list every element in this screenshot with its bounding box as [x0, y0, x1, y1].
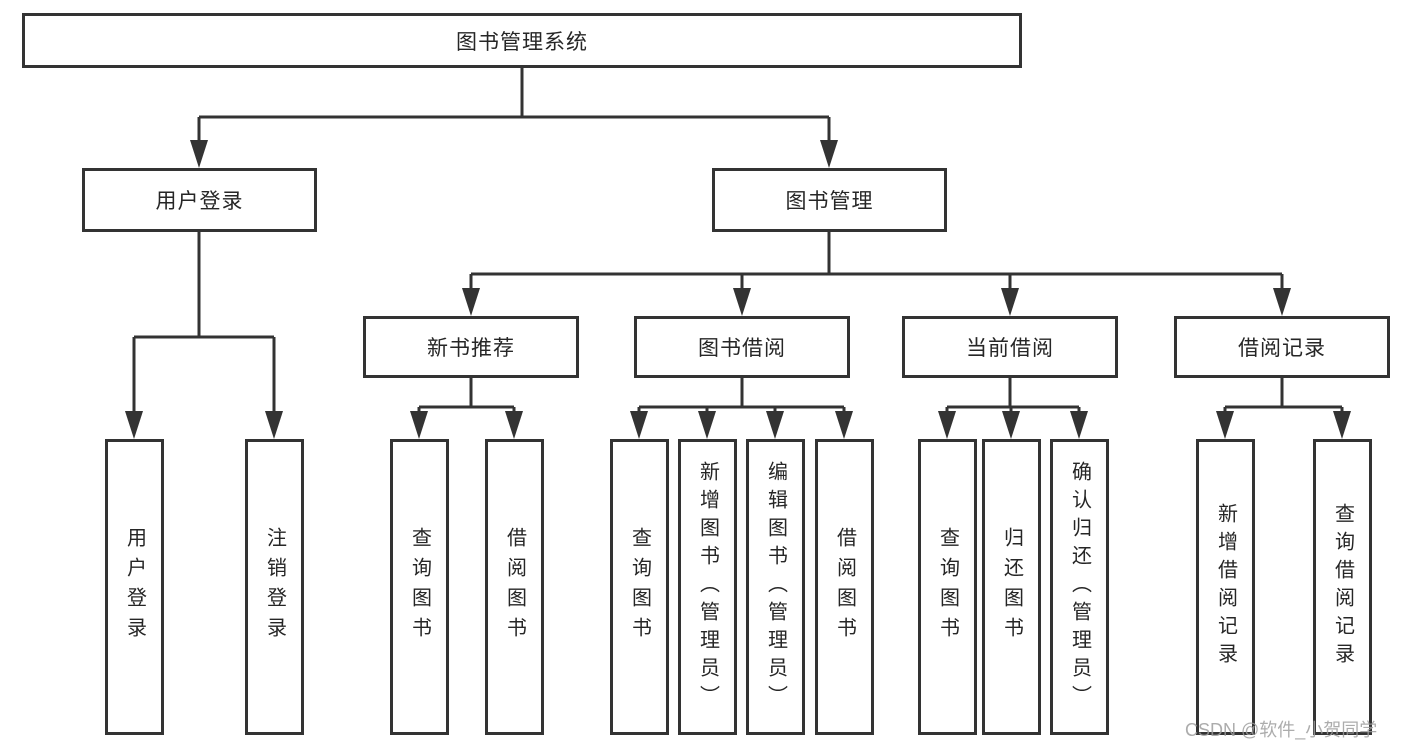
- leaf-label: 借阅图书: [503, 527, 526, 647]
- leaf-logout: 注销登录: [245, 439, 304, 735]
- node-book-management: 图书管理: [712, 168, 947, 232]
- leaf-query-borrow-record: 查询借阅记录: [1313, 439, 1372, 735]
- node-label: 图书管理: [785, 190, 874, 213]
- leaf-label: 用户登录: [123, 527, 146, 647]
- node-borrowing-records: 借阅记录: [1174, 316, 1390, 378]
- leaf-query-books-recommend: 查询图书: [390, 439, 449, 735]
- node-user-login: 用户登录: [82, 168, 317, 232]
- leaf-label: 查询图书: [936, 527, 959, 647]
- leaf-label: 确认归还（管理员）: [1068, 461, 1091, 713]
- leaf-user-login: 用户登录: [105, 439, 164, 735]
- leaf-query-books-current: 查询图书: [918, 439, 977, 735]
- node-book-borrowing: 图书借阅: [634, 316, 850, 378]
- leaf-borrow-books-recommend: 借阅图书: [485, 439, 544, 735]
- leaf-label: 注销登录: [263, 527, 286, 647]
- node-label: 图书管理系统: [456, 30, 588, 54]
- node-label: 当前借阅: [966, 337, 1054, 360]
- leaf-borrow-books: 借阅图书: [815, 439, 874, 735]
- node-label: 新书推荐: [427, 337, 515, 360]
- node-current-borrowing: 当前借阅: [902, 316, 1118, 378]
- leaf-add-books-admin: 新增图书（管理员）: [678, 439, 737, 735]
- csdn-watermark: CSDN @软件_小贺同学: [1185, 720, 1378, 740]
- leaf-label: 借阅图书: [833, 527, 856, 647]
- node-label: 图书借阅: [698, 337, 786, 360]
- leaf-label: 归还图书: [1000, 527, 1023, 647]
- node-label: 用户登录: [155, 190, 244, 213]
- leaf-label: 查询借阅记录: [1331, 503, 1354, 671]
- leaf-label: 新增图书（管理员）: [696, 461, 719, 713]
- arrowheads: [125, 140, 1351, 439]
- leaf-label: 新增借阅记录: [1214, 503, 1237, 671]
- leaf-add-borrow-record: 新增借阅记录: [1196, 439, 1255, 735]
- leaf-label: 查询图书: [408, 527, 431, 647]
- leaf-label: 查询图书: [628, 527, 651, 647]
- leaf-edit-books-admin: 编辑图书（管理员）: [746, 439, 805, 735]
- leaf-query-books-borrow: 查询图书: [610, 439, 669, 735]
- node-new-book-recommendation: 新书推荐: [363, 316, 579, 378]
- leaf-label: 编辑图书（管理员）: [764, 461, 787, 713]
- node-label: 借阅记录: [1238, 337, 1326, 360]
- leaf-confirm-return-admin: 确认归还（管理员）: [1050, 439, 1109, 735]
- node-library-management-system: 图书管理系统: [22, 13, 1022, 68]
- leaf-return-books: 归还图书: [982, 439, 1041, 735]
